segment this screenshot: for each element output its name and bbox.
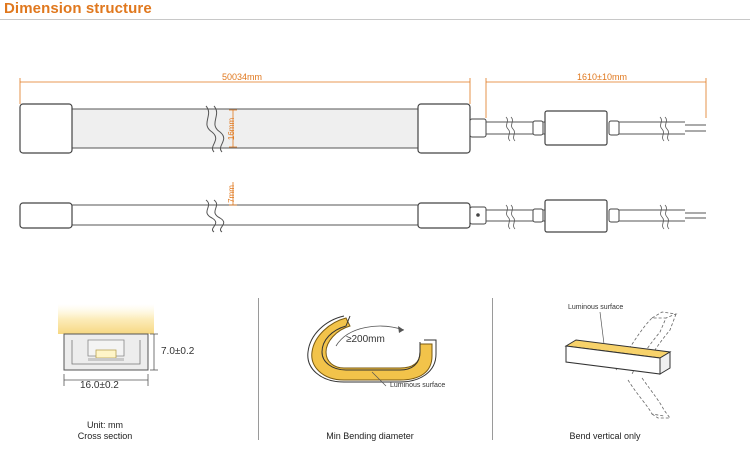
bend-diameter-label: ≥200mm [346, 334, 385, 345]
top-controller [544, 110, 608, 146]
bending-caption: Min Bending diameter [326, 431, 414, 441]
height-label: 16mm [227, 117, 237, 141]
cross-section-caption: Cross section [77, 431, 133, 441]
side-right-end-cap [417, 202, 471, 229]
thickness-label: 7mm [226, 185, 236, 203]
side-controller [544, 199, 608, 233]
column-divider-1 [258, 298, 259, 440]
top-strip-body [69, 108, 421, 149]
column-divider-2 [492, 298, 493, 440]
cross-width-label: 16.0±0.2 [80, 380, 119, 391]
bending-drawing [307, 315, 437, 387]
unit-label: Unit: mm [87, 420, 123, 430]
top-right-end-cap [417, 103, 471, 154]
section-title: Dimension structure [4, 0, 152, 17]
bend-surface-label: Luminous surface [390, 382, 446, 389]
top-view-drawing [19, 78, 707, 154]
top-left-end-cap [19, 103, 73, 154]
side-left-end-cap [19, 202, 73, 229]
vertical-caption: Bend vertical only [569, 431, 641, 441]
title-divider [0, 19, 750, 20]
side-view-drawing [19, 182, 706, 233]
vertical-surface-label: Luminous surface [568, 304, 624, 311]
cross-height-label: 7.0±0.2 [161, 346, 195, 357]
length-label: 50034mm [222, 72, 263, 82]
vertical-bend-drawing [564, 311, 678, 419]
cross-section-drawing [58, 304, 158, 386]
cable-length-label: 1610±10mm [577, 72, 627, 82]
side-strip-body [69, 204, 421, 226]
